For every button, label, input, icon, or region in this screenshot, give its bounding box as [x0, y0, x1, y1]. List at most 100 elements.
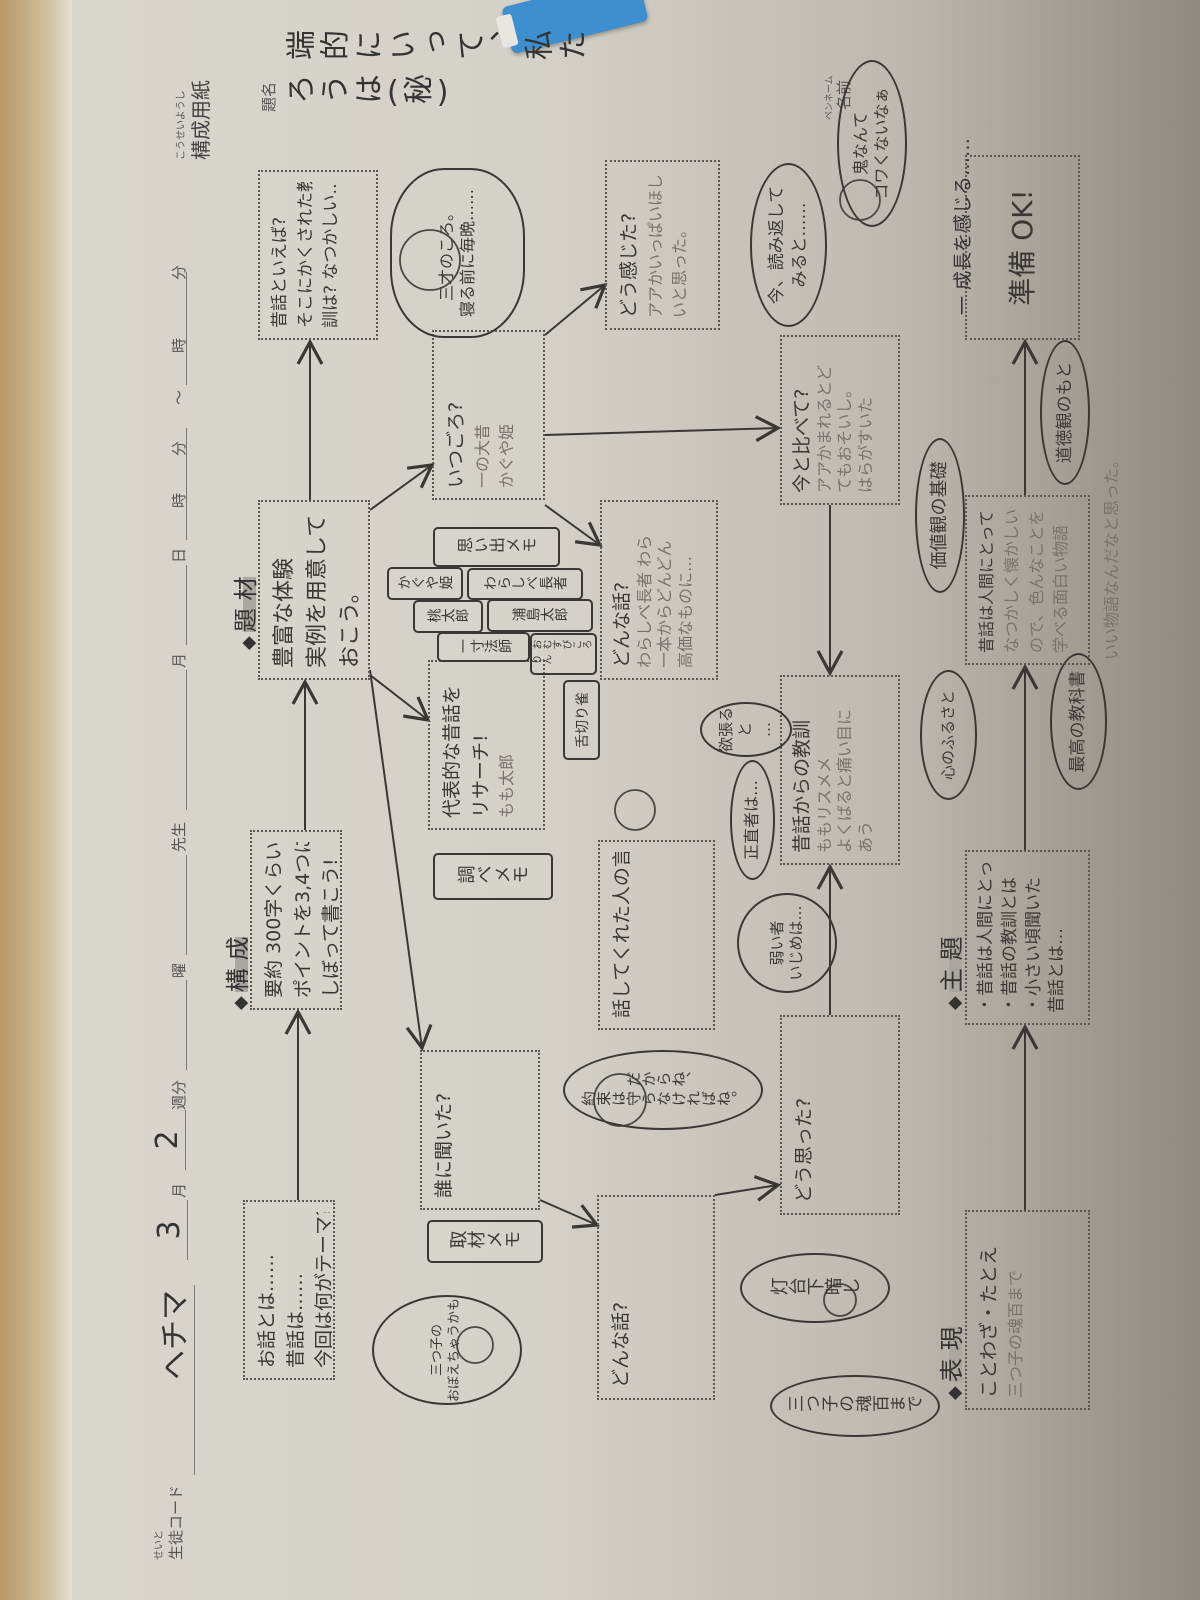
box-line: 誰に聞いた?	[433, 1092, 455, 1198]
box-line: 準備 OK!	[1005, 189, 1039, 306]
date-day-label: 日	[170, 547, 188, 563]
tale-tag: かぐや姫	[387, 567, 463, 600]
ready-box[interactable]: 準備 OK!	[965, 155, 1080, 340]
box-line: はらがすいた	[856, 396, 876, 493]
teacher-label: 先生	[170, 821, 188, 852]
box-line: リサーチ!	[469, 734, 492, 818]
tale-tag: 桃太郎	[413, 600, 483, 633]
speech-bubble: 正直者は…	[730, 760, 775, 880]
box-line: 昔話からの教訓	[791, 719, 813, 853]
intro-box[interactable]: お話とは…… 昔話は…… 今回は何がテーマ?	[243, 1200, 335, 1380]
interview-memo-tag: 取材メモ	[427, 1220, 543, 1263]
arrow-material-to-research	[369, 674, 431, 723]
end-min-label: 分	[170, 264, 188, 280]
when-box[interactable]: いつごろ? 一の大昔 かぐや姫	[432, 330, 545, 500]
tale-tag: おむすびころりん	[530, 633, 597, 675]
person-doodle	[823, 1283, 857, 1317]
section-expression-heading: ◆表 現	[932, 1326, 967, 1400]
who-told-box[interactable]: 誰に聞いた?	[420, 1050, 540, 1210]
student-code-field[interactable]: ヘチマ	[150, 1285, 195, 1475]
start-hour-field[interactable]	[168, 480, 187, 540]
box-line: アアかまれるとど	[814, 364, 834, 493]
box-line: ことわざ・たとえ	[978, 1245, 1000, 1398]
bubble-line: 今、読み返して	[767, 185, 788, 305]
material-box[interactable]: 豊富な体験 実例を用意して おこう。	[258, 500, 370, 680]
bubble-line: 寝る前に毎晩……	[457, 189, 477, 318]
box-line: 豊富な体験	[272, 557, 297, 668]
how-thought-box[interactable]: どう思った?	[780, 1015, 900, 1215]
section-theme-heading: ◆ 主 題	[932, 936, 967, 1010]
student-code-value: ヘチマ	[158, 1290, 193, 1380]
bubble-line: 心のふるさと	[938, 690, 957, 781]
arrow-story-to-thought	[714, 1175, 782, 1202]
arrow-material-to-who-told	[369, 669, 433, 1052]
section-label: 主 題	[938, 936, 966, 993]
bubble-line: いじめは…	[787, 905, 805, 981]
box-line: しぼって書こう!	[320, 858, 342, 998]
box-line: 昔話といえば?	[270, 216, 290, 328]
diamond-icon: ◆	[944, 996, 965, 1010]
end-hour-label: 時	[170, 337, 188, 353]
end-hour-field[interactable]	[168, 325, 187, 385]
bubble-line: 灯台下暗し	[770, 1277, 860, 1299]
week-field[interactable]: 2	[150, 1110, 186, 1170]
bubble-line: …	[755, 722, 774, 737]
arrow-when-to-felt	[544, 282, 608, 336]
speech-bubble: 弱い者 いじめは…	[737, 893, 837, 993]
composition-box[interactable]: 要約 300字くらい ポイントを3,4つに しぼって書こう!	[250, 830, 342, 1010]
start-min-field[interactable]	[168, 428, 187, 488]
title-value[interactable]: 端的にいって、私たろうは(秘)	[285, 31, 591, 110]
conclusion-note: いい物語なんだなと思った。	[1102, 451, 1121, 660]
box-line: 代表的な昔話を	[441, 684, 463, 818]
end-min-field[interactable]	[168, 272, 187, 332]
panda-face-doodle	[593, 1073, 647, 1127]
section-label: 構 成	[224, 936, 252, 993]
box-line: わらしべ長者 わら	[634, 534, 654, 668]
what-story-bottom-box[interactable]: どんな話?	[597, 1195, 715, 1400]
weekday-field[interactable]	[168, 980, 187, 1070]
diamond-icon: ◆	[238, 636, 259, 650]
bubble-line: 鬼なんて	[851, 111, 871, 176]
bird-doodle	[614, 789, 656, 831]
date-month-field[interactable]	[168, 670, 187, 810]
how-felt-box[interactable]: どう感じた? アアかいっぱいほし いと思った。	[605, 160, 720, 330]
teacher-field[interactable]	[168, 855, 187, 955]
box-line: ので、色んなことを	[1026, 509, 1046, 653]
month-value: 3	[152, 1220, 187, 1240]
box-line: 訓は? なつかしい…	[321, 182, 341, 328]
teller-words-box[interactable]: 話してくれた人の言葉	[598, 840, 715, 1030]
research-box[interactable]: 代表的な昔話を リサーチ! もも太郎	[428, 660, 545, 830]
conclusion-box[interactable]: 昔話は人間にとって なつかしく懐かしいも ので、色んなことを 学べる面白い物語	[965, 495, 1090, 665]
box-line: そこにかくされた教	[295, 182, 316, 328]
week-value: 2	[150, 1130, 185, 1150]
bubble-line: コワくないなぁ	[872, 87, 891, 200]
tale-tag: わらしべ長者	[467, 568, 583, 600]
old-tales-box[interactable]: 昔話といえば? そこにかくされた教 訓は? なつかしい…	[258, 170, 378, 340]
bubble-line: 弱い者	[767, 920, 786, 966]
bubble-line: みると……	[789, 202, 810, 288]
box-line: いつごろ?	[445, 401, 467, 488]
box-line: 話してくれた人の言葉	[611, 852, 633, 1018]
box-line: ももリスメメ	[814, 756, 834, 853]
start-min-label: 分	[170, 440, 188, 456]
month-label: 月	[170, 1182, 188, 1198]
box-line: ・昔話の教訓とは	[999, 877, 1020, 1013]
box-line: 今回は何がテーマ?	[313, 1212, 335, 1368]
box-line: 一本からどんどん	[655, 540, 675, 668]
compare-now-box[interactable]: 今と比べて? アアかまれるとど てもおそいし。 はらがすいた	[780, 335, 900, 505]
speech-bubble: 三才のころ。 寝る前に毎晩……	[390, 168, 525, 338]
theme-box[interactable]: ・昔話は人間にとって ・昔話の教訓とは ・小さい頃聞いた 昔話とは…	[965, 850, 1090, 1025]
lesson-box[interactable]: 昔話からの教訓 ももリスメメ よくばると痛い目に あう	[780, 675, 900, 865]
box-line: なつかしく懐かしいも	[1001, 507, 1021, 653]
arrow-material-to-when	[369, 463, 435, 511]
date-day-field[interactable]	[168, 565, 187, 645]
month-field[interactable]: 3	[152, 1200, 188, 1260]
speech-bubble: 三つ子の魂百まで	[770, 1375, 940, 1437]
speech-bubble: 価値観の基礎	[915, 438, 965, 593]
box-line: どう思った?	[793, 1097, 815, 1203]
what-story-top-box[interactable]: どんな話? わらしべ長者 わら 一本からどんどん 高価なものに…	[600, 500, 718, 680]
weekday-label: 曜	[170, 962, 188, 978]
expression-box[interactable]: ことわざ・たとえ 三つ子の魂百まで	[965, 1210, 1090, 1410]
cat-reading-doodle	[839, 179, 881, 221]
box-line: どう感じた?	[618, 212, 640, 318]
